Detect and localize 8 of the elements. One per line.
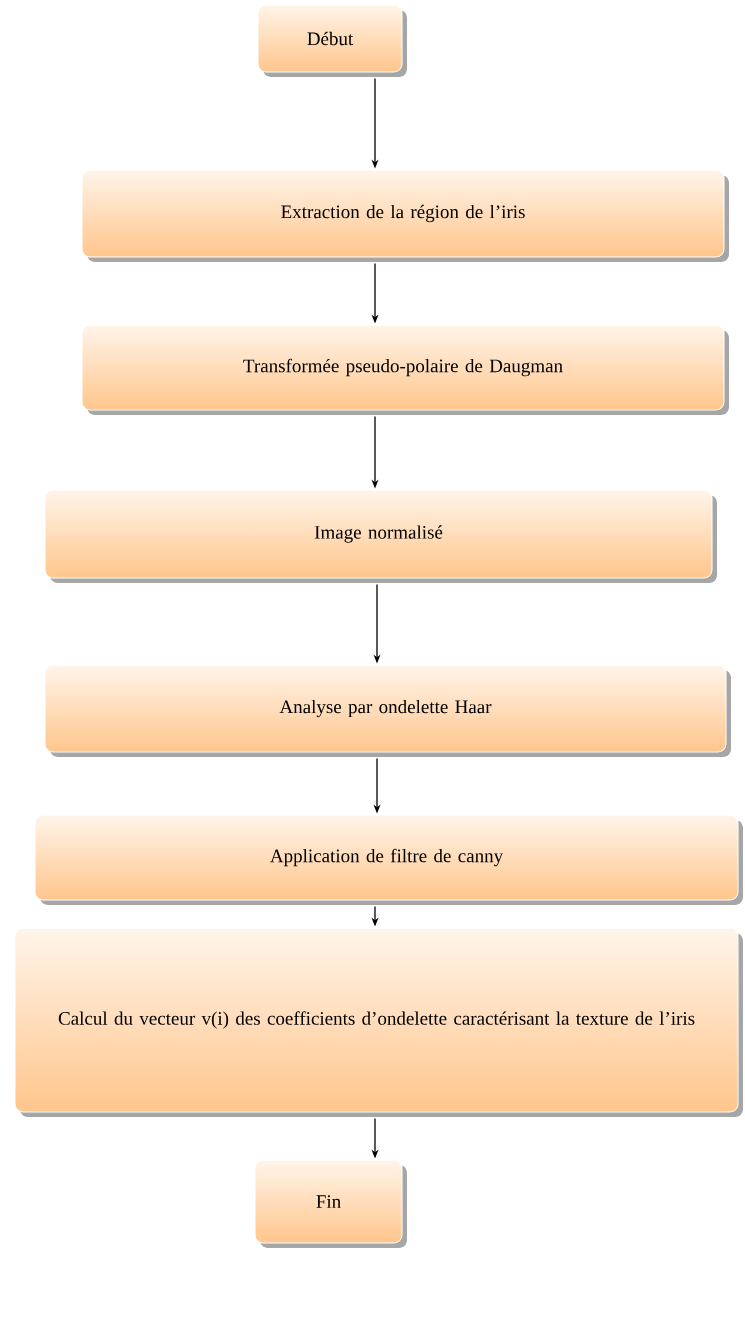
process-box: Analyse par ondelette Haar (44, 664, 731, 757)
process-box: Début (257, 4, 407, 77)
process-box: Extraction de la région de l’iris (81, 169, 729, 262)
process-box: Transformée pseudo-polaire de Daugman (81, 324, 729, 415)
process-box: Calcul du vecteur v(i) des coefficients d’ondelette caractérisant la texture de l’iris (14, 927, 743, 1117)
process-box: Application de filtre de canny (34, 814, 743, 905)
process-box: Fin (254, 1159, 407, 1248)
process-box: Image normalisé (44, 489, 717, 583)
